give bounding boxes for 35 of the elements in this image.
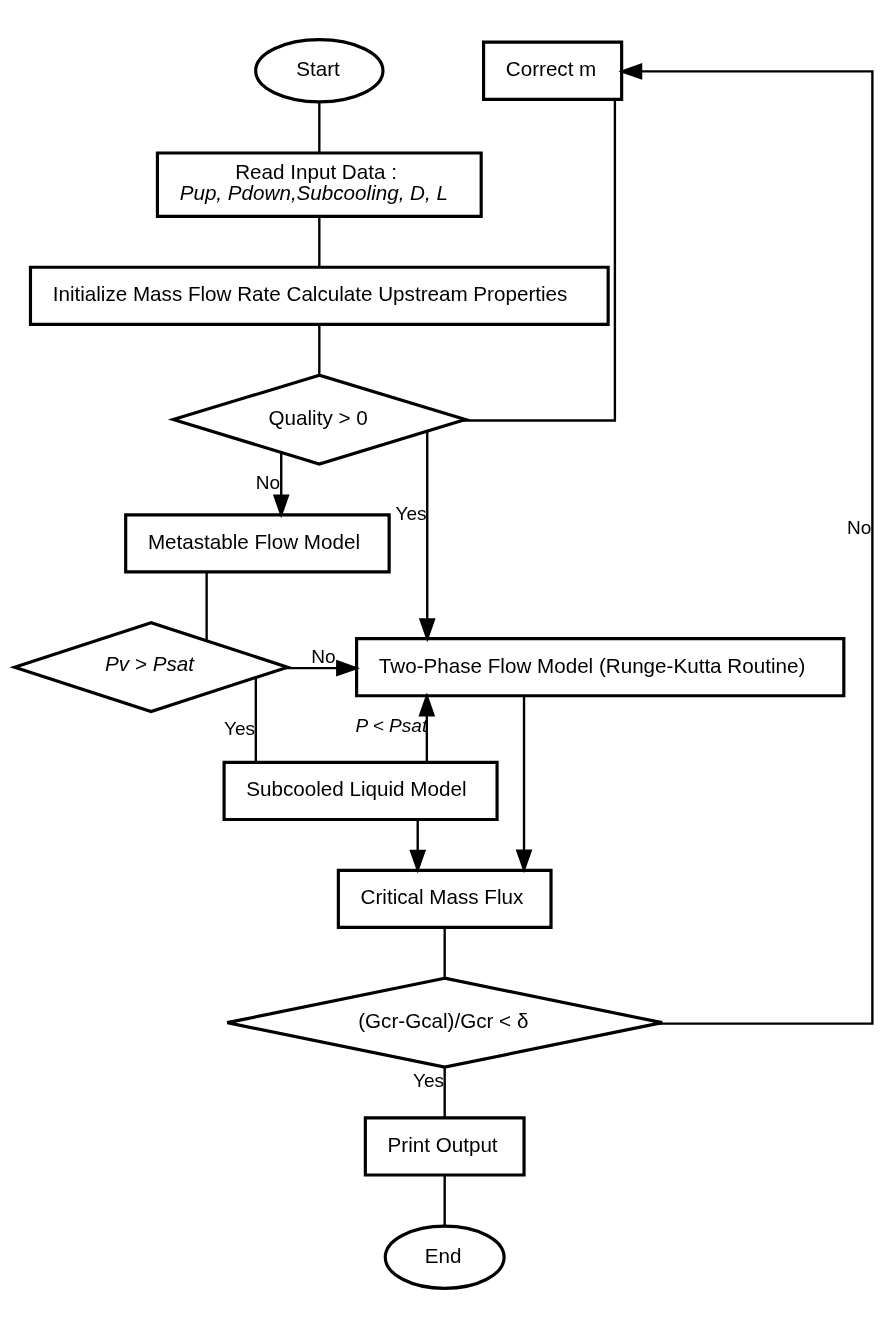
edge-label: No xyxy=(255,471,281,493)
node-box: Metastable Flow Model xyxy=(124,512,391,574)
edge-label: Yes xyxy=(412,1069,444,1091)
connector xyxy=(443,927,446,978)
edge-label: Yes xyxy=(224,717,256,739)
connector xyxy=(318,216,321,267)
connector xyxy=(443,1175,446,1226)
edge-label: P < Psat xyxy=(355,714,428,736)
node-box: Print Output xyxy=(363,1115,526,1177)
connector xyxy=(318,324,321,375)
arrow xyxy=(285,659,360,676)
connector xyxy=(205,571,208,641)
node-box: Read Input Data : Pup, Pdown,Subcooling, D, L xyxy=(155,150,483,218)
node-box: Initialize Mass Flow Rate Calculate Upstream Properties xyxy=(28,265,610,326)
edge-label: No xyxy=(847,516,872,538)
connector xyxy=(254,677,258,762)
edge-label: No xyxy=(311,645,336,667)
arrow xyxy=(418,431,436,642)
arrow xyxy=(618,62,874,1025)
connector xyxy=(462,98,617,422)
node-box: Two-Phase Flow Model (Runge-Kutta Routine) xyxy=(355,636,846,697)
arrow xyxy=(409,819,427,873)
arrow xyxy=(418,692,436,762)
connector xyxy=(318,102,321,153)
arrow xyxy=(515,695,533,873)
edge-label: Yes xyxy=(395,502,427,524)
node-box: Subcooled Liquid Model xyxy=(222,760,499,821)
node-diamond: (Gcr-Gcal)/Gcr < δ xyxy=(225,976,664,1069)
node-box: Correct m xyxy=(482,40,624,101)
node-ellipse: Start xyxy=(254,37,385,103)
arrow xyxy=(272,452,290,518)
node-ellipse: End xyxy=(383,1224,506,1290)
node-diamond: Pv > Psat xyxy=(9,620,293,713)
connector xyxy=(443,1066,446,1117)
node-box: Critical Mass Flux xyxy=(336,868,553,929)
